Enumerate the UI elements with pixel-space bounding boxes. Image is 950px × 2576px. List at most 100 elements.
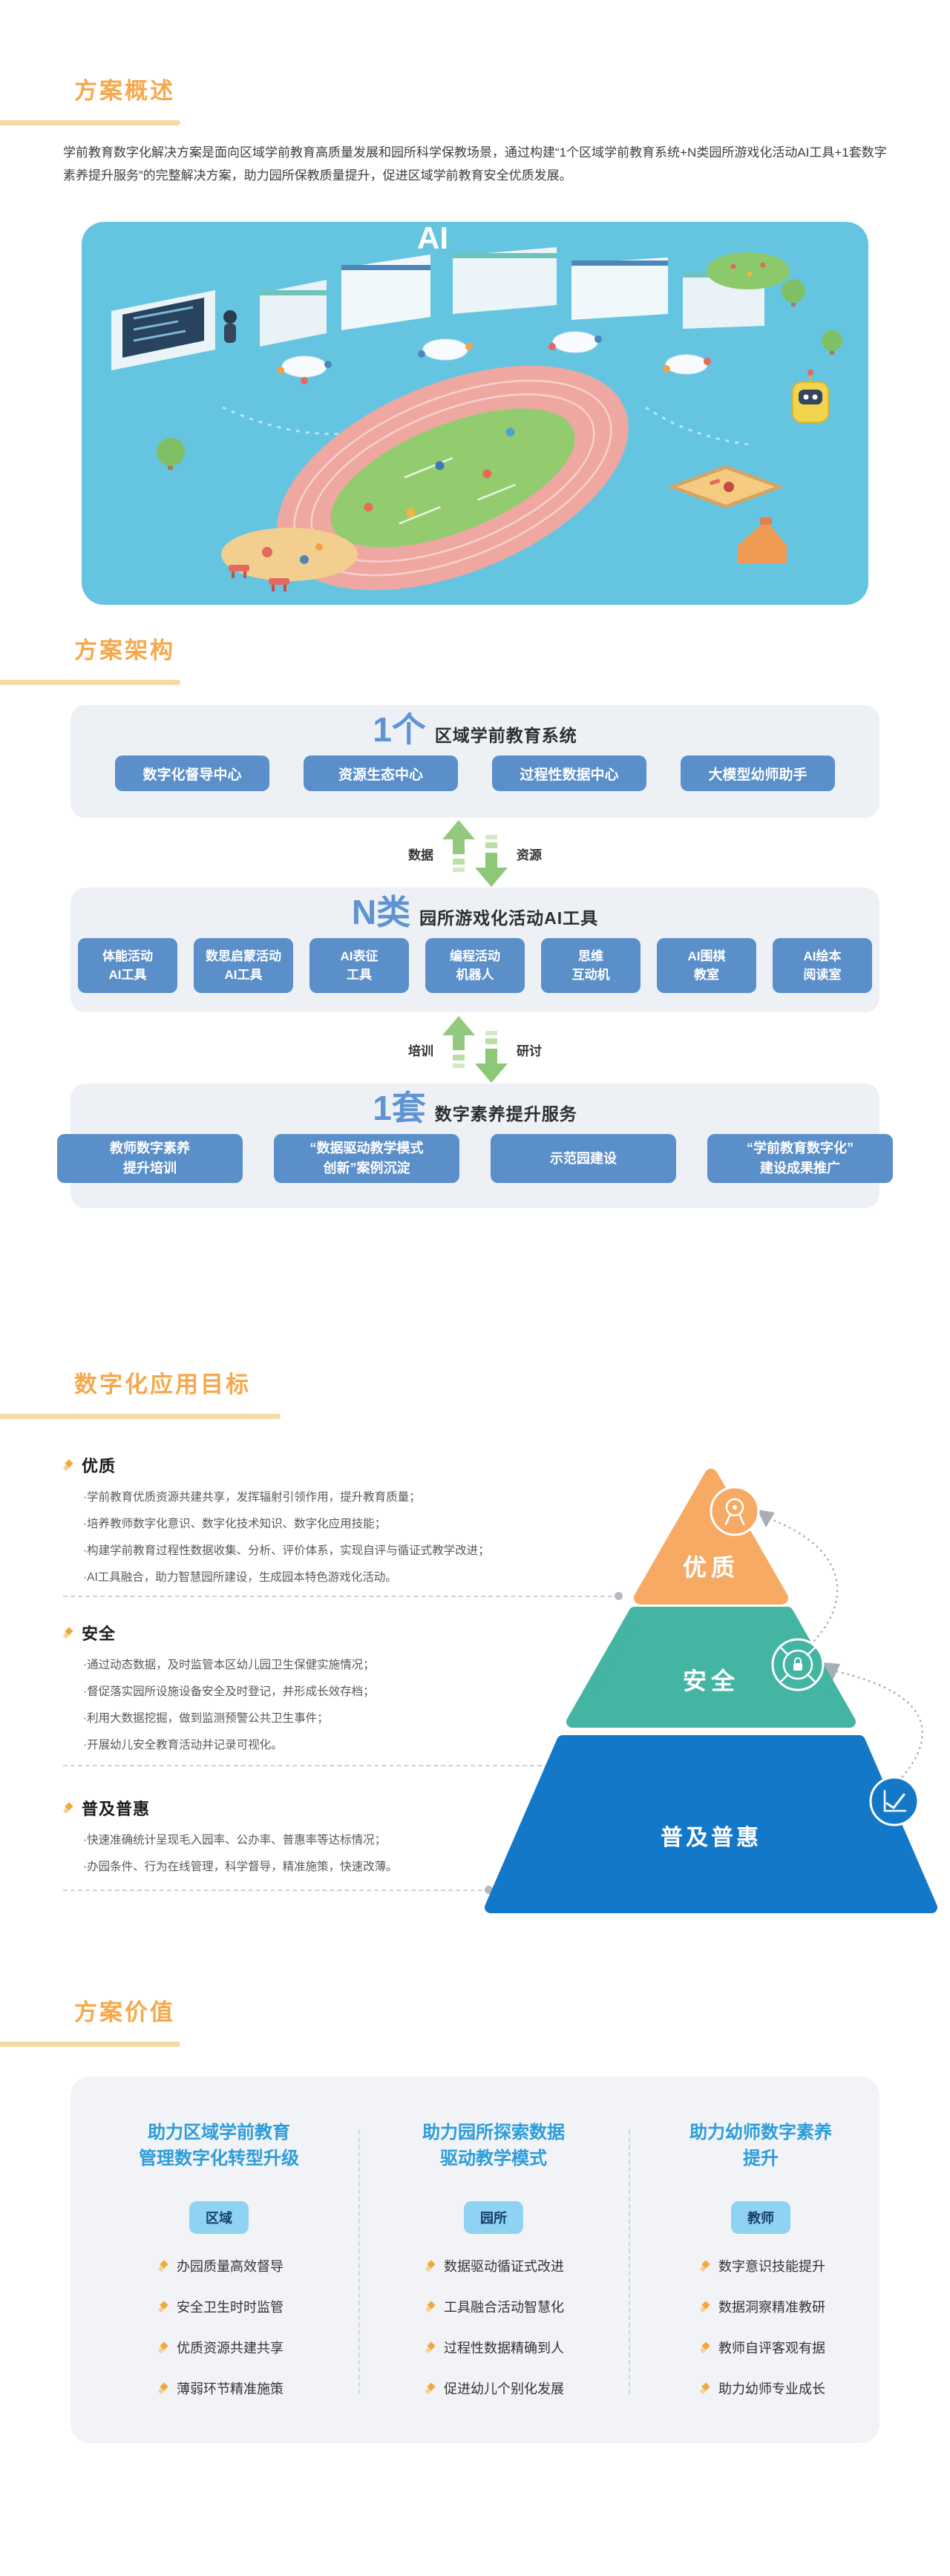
tier1-chip: 资源生态中心 [304, 756, 458, 791]
leader-dot-quality [615, 1592, 623, 1600]
arrowhead [822, 1662, 840, 1680]
connector1-left-label: 数据 [408, 848, 433, 862]
pyramid-level-quality [634, 1469, 788, 1605]
tier1-chip: 过程性数据中心 [492, 756, 646, 791]
tier1-chip: 大模型幼师助手 [681, 756, 835, 791]
arrow-bullet-icon [425, 2300, 436, 2313]
value-column-title-region: 助力区域学前教育 管理数字化转型升级 [139, 2123, 299, 2169]
down-arrow-icon [475, 835, 508, 887]
goal-bullet: ·督促落实园所设施设备安全及时登记，并形成长效存档； [83, 1685, 375, 1698]
arrow-bullet-icon [699, 2341, 711, 2354]
tier2-chip: 体能活动 AI工具 [78, 938, 177, 993]
tier1-count: 1个 [373, 710, 426, 749]
goal-group-heading-safety: 安全 [62, 1621, 116, 1645]
arrow-bullet-icon [425, 2341, 436, 2354]
goal-bullet: ·通过动态数据，及时监管本区幼儿园卫生保健实施情况； [83, 1659, 375, 1671]
tier2-chip: 思维 互动机 [541, 938, 641, 993]
overview-illustration: AI [82, 222, 868, 605]
tier1-heading: 区域学前教育系统 [434, 726, 577, 745]
goals-section-title: 数字化应用目标 [74, 1371, 251, 1397]
leader-line-safety [63, 1765, 549, 1766]
value-column-title-teacher: 助力幼师数字素养 提升 [689, 2123, 832, 2169]
connector1-right-label: 资源 [517, 848, 542, 862]
value-item: 办园质量高效督导 [157, 2256, 284, 2275]
arrow-bullet-icon [699, 2259, 711, 2272]
value-item: 薄弱环节精准施策 [157, 2379, 284, 2398]
tier2-chip: 数思启蒙活动 AI工具 [194, 938, 293, 993]
pyramid-label-quality: 优质 [683, 1554, 739, 1581]
tier2-chip: AI绘本 阅读室 [773, 938, 872, 993]
overview-paragraph: 学前教育数字化解决方案是面向区域学前教育高质量发展和园所科学保教场景，通过构建“… [63, 145, 887, 183]
architecture-title-underline [0, 680, 180, 685]
tier2-chip: AI表征 工具 [309, 938, 409, 993]
tier3-chip: “学前教育数字化” 建设成果推广 [707, 1134, 893, 1183]
tier3-chip: 示范园建设 [491, 1134, 676, 1183]
shield-lock-icon [771, 1638, 825, 1691]
value-item: 教师自评客观有据 [699, 2338, 825, 2357]
goal-bullet: ·利用大数据挖掘，做到监测预警公共卫生事件； [83, 1712, 329, 1725]
pyramid-level-universal [485, 1735, 937, 1913]
sandbox [668, 465, 784, 508]
goal-group-heading-quality: 优质 [62, 1453, 116, 1477]
activity-tables [277, 331, 711, 384]
goals-pyramid: 优质 安全 普及普惠 [485, 1469, 937, 1913]
chairs [229, 565, 289, 591]
value-column-title-kindergarten: 助力园所探索数据 驱动教学模式 [422, 2123, 565, 2169]
goal-bullet: ·学前教育优质资源共建共享，发挥辐射引领作用，提升教育质量； [83, 1491, 421, 1504]
value-item: 安全卫生时时监管 [157, 2297, 284, 2316]
value-item: 过程性数据精确到人 [425, 2338, 564, 2357]
column-divider [629, 2130, 630, 2394]
up-arrow-icon [442, 1016, 475, 1068]
pyramid-label-universal: 普及普惠 [661, 1825, 761, 1850]
tier2-count: N类 [351, 893, 411, 931]
value-section-title: 方案价值 [74, 1999, 175, 2025]
trees [157, 252, 842, 470]
arrow-bullet-icon [157, 2382, 169, 2395]
goal-bullet: ·培养教师数字化意识、数字化技术知识、数字化应用技能； [83, 1518, 387, 1530]
architecture-tier-region-system: 1个 区域学前教育系统 数字化督导中心 资源生态中心 过程性数据中心 大模型幼师… [71, 705, 879, 818]
tier1-chip: 数字化督导中心 [115, 756, 269, 791]
value-badge-kindergarten: 园所 [464, 2201, 523, 2234]
training-seminar-connector: 培训 研讨 [0, 1015, 950, 1084]
goal-group-heading-universal: 普及普惠 [62, 1796, 150, 1820]
value-badge-region: 区域 [189, 2201, 249, 2234]
value-badge-teacher: 教师 [731, 2201, 790, 2234]
connector2-left-label: 培训 [408, 1043, 433, 1058]
value-item: 助力幼师专业成长 [699, 2379, 825, 2398]
arrow-bullet-icon [425, 2382, 436, 2395]
goal-bullet: ·开展幼儿安全教育活动并记录可视化。 [83, 1739, 283, 1751]
connector2-right-label: 研讨 [517, 1043, 542, 1058]
arrow-bullet-icon [157, 2300, 169, 2313]
goal-bullet: ·快速准确统计呈现毛入园率、公办率、普惠率等达标情况； [83, 1834, 387, 1846]
data-resource-connector: 数据 资源 [0, 819, 950, 888]
tier2-chip: 编程活动 机器人 [425, 938, 525, 993]
arrow-bullet-icon [699, 2300, 711, 2313]
overview-section-title: 方案概述 [74, 78, 175, 104]
architecture-section-title: 方案架构 [74, 638, 175, 663]
arrow-bullet-icon [699, 2382, 711, 2395]
cycle-arrow-path [767, 1517, 839, 1646]
medal-icon [710, 1486, 760, 1536]
value-item: 促进幼儿个别化发展 [425, 2379, 564, 2398]
architecture-tier-ai-tools: N类 园所游戏化活动AI工具 体能活动 AI工具 数思启蒙活动 AI工具 AI表… [71, 888, 879, 1012]
down-arrow-icon [475, 1031, 508, 1083]
value-title-underline [0, 2042, 180, 2047]
column-divider [358, 2130, 360, 2394]
pyramid-label-safety: 安全 [683, 1668, 739, 1694]
arrow-bullet-icon [157, 2259, 169, 2272]
goal-group-list-safety: ·通过动态数据，及时监管本区幼儿园卫生保健实施情况； ·督促落实园所设施设备安全… [83, 1652, 375, 1759]
tier3-heading: 数字素养提升服务 [434, 1104, 577, 1124]
arrow-bullet-icon [157, 2341, 169, 2354]
tier2-chip: AI围棋 教室 [657, 938, 756, 993]
value-item: 数据洞察精准教研 [699, 2297, 825, 2316]
value-item: 优质资源共建共享 [157, 2338, 284, 2357]
tier3-chip: 教师数字素养 提升培训 [57, 1134, 243, 1183]
tier2-heading: 园所游戏化活动AI工具 [419, 908, 599, 928]
overview-title-underline [0, 120, 180, 125]
goal-group-list-quality: ·学前教育优质资源共建共享，发挥辐射引领作用，提升教育质量； ·培养教师数字化意… [83, 1484, 490, 1591]
goal-bullet: ·AI工具融合，助力智慧园所建设，生成园本特色游戏化活动。 [83, 1571, 397, 1584]
value-item: 数字意识技能提升 [699, 2256, 825, 2275]
arrow-bullet-icon [62, 1458, 74, 1472]
arrow-bullet-icon [425, 2259, 436, 2272]
leader-dot-universal [485, 1886, 493, 1894]
